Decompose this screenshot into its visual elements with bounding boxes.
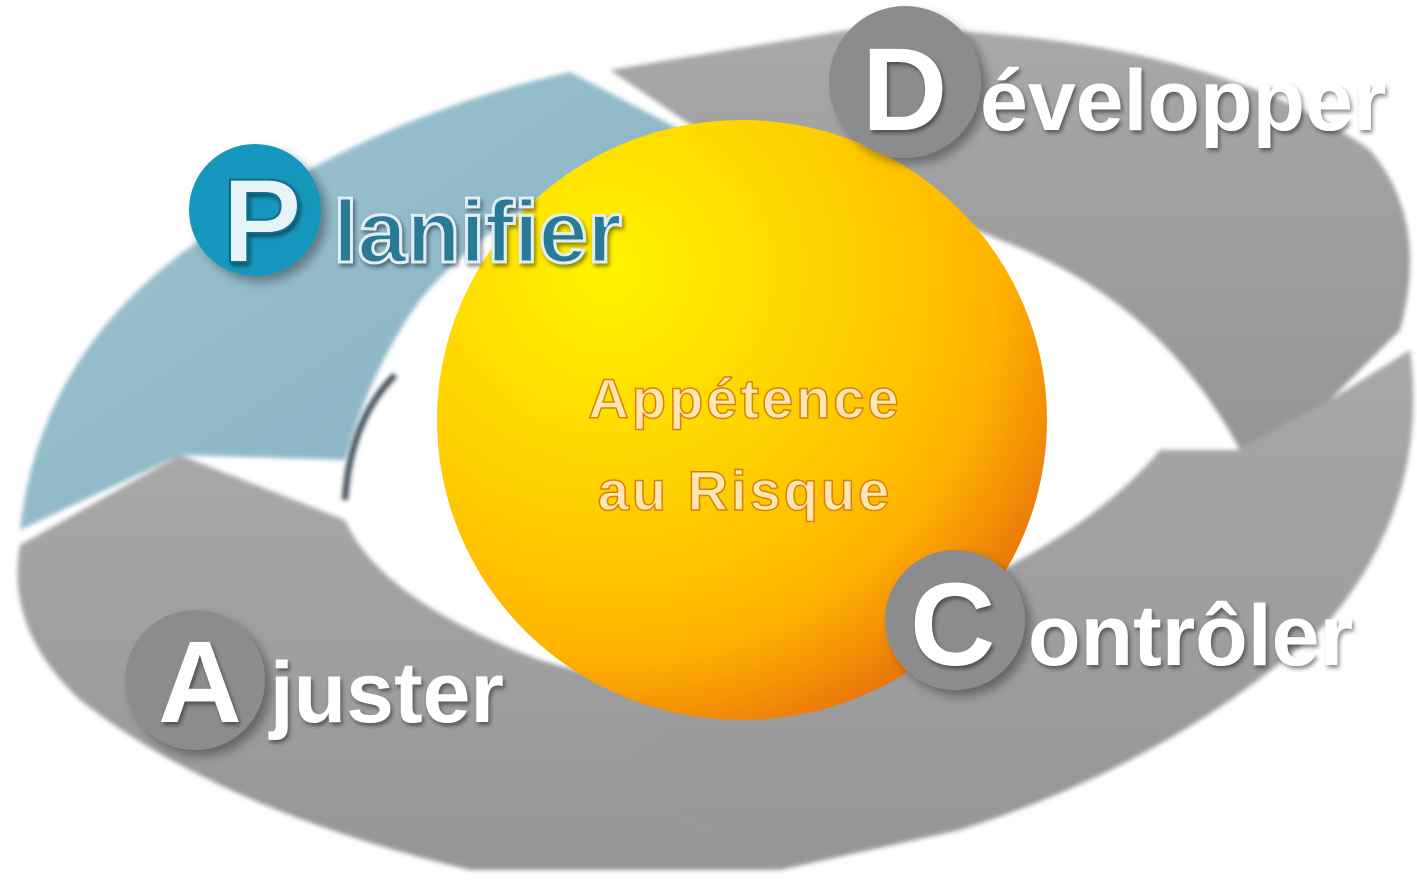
center-sphere: Appétence au Risque <box>437 120 1047 720</box>
center-label-line1: Appétence <box>588 367 901 430</box>
svg-text:C ontrôler: C ontrôler <box>910 559 1353 691</box>
svg-text:D évelopper: D évelopper <box>862 24 1386 156</box>
controler-initial: C <box>910 559 995 691</box>
svg-text:P lanifier: P lanifier <box>222 154 622 288</box>
ajuster-rest: juster <box>268 645 504 741</box>
segment-ajuster <box>17 455 780 870</box>
planifier-initial: P <box>222 154 300 288</box>
planifier-badge <box>189 144 321 276</box>
ajuster-badge <box>125 610 265 750</box>
inner-edge <box>342 372 398 501</box>
cycle-ring <box>17 28 1414 870</box>
segment-planifier <box>20 72 700 530</box>
controler-badge <box>885 550 1025 690</box>
developper-badge <box>829 6 981 158</box>
ajuster-initial: A <box>158 617 239 747</box>
step-developper: D évelopper <box>829 6 1386 158</box>
svg-text:A juster: A juster <box>158 617 504 747</box>
controler-rest: ontrôler <box>1028 588 1353 684</box>
developper-rest: évelopper <box>980 53 1386 149</box>
planifier-rest: lanifier <box>333 182 622 281</box>
step-ajuster: A juster <box>125 610 504 750</box>
step-controler: C ontrôler <box>885 550 1353 691</box>
step-planifier: P lanifier <box>189 144 623 289</box>
developper-initial: D <box>862 24 947 156</box>
center-label-line2: au Risque <box>598 459 893 522</box>
